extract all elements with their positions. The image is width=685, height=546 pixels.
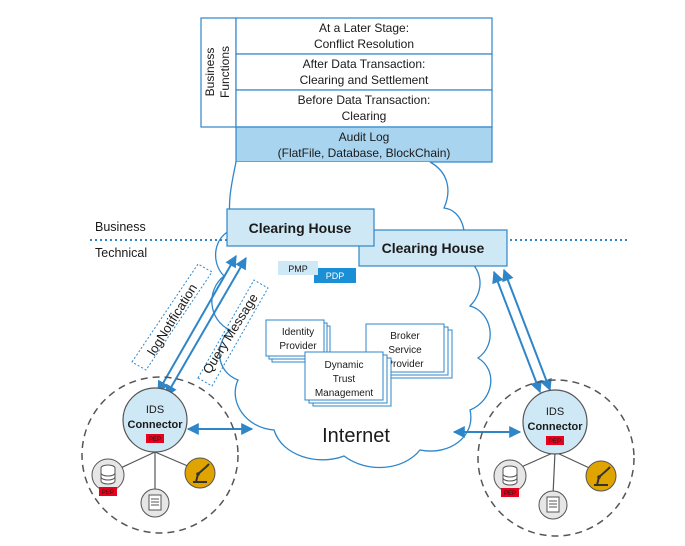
- dynamic-trust-management-stack: Dynamic Trust Management: [304, 351, 392, 407]
- dynamic-line3: Management: [315, 388, 374, 399]
- left-connector-pep: [146, 434, 164, 443]
- arrow-right-to-clearing-2: [502, 268, 552, 392]
- lognotification-label: logNotification: [144, 281, 200, 358]
- broker-line2: Service: [388, 345, 422, 356]
- broker-line3: Provider: [386, 359, 424, 370]
- left-database-pep-label: PEP: [102, 490, 114, 496]
- right-database-pep: [501, 488, 519, 497]
- identity-line1: Identity: [282, 327, 314, 338]
- internet-cloud: [211, 161, 492, 469]
- business-functions-panel: Business Functions At a Later Stage: Con…: [200, 17, 493, 163]
- identity-line2: Provider: [279, 341, 317, 352]
- right-connector-line2: Connector: [528, 421, 584, 433]
- pmp-box: [278, 261, 318, 275]
- right-database-pep-label: PEP: [504, 491, 516, 497]
- broker-line1: Broker: [390, 331, 420, 342]
- technical-layer-label: Technical: [95, 246, 147, 260]
- left-database-pep: [99, 487, 117, 496]
- pdp-label: PDP: [326, 271, 345, 281]
- left-connector-line2: Connector: [128, 419, 184, 431]
- clearing-house-secondary: [358, 229, 508, 267]
- robot-arm-icon: [585, 460, 617, 492]
- left-connector-pep-label: PEP: [149, 437, 161, 443]
- audit-log-title: Audit Log: [339, 130, 390, 144]
- business-functions-side-box: [200, 17, 237, 128]
- pdp-box: [314, 268, 356, 283]
- database-icon: [493, 459, 527, 493]
- audit-log-types: (FlatFile, Database, BlockChain): [278, 146, 451, 160]
- database-icon: [91, 458, 125, 492]
- left-node-boundary: [81, 376, 239, 534]
- clearing-house-secondary-label: Clearing House: [382, 240, 485, 256]
- left-ids-connector-node: IDS Connector PEP PEP: [81, 376, 239, 534]
- right-connector-line1: IDS: [546, 406, 564, 418]
- clearing-house-primary: [226, 208, 375, 247]
- arrows: [157, 254, 552, 438]
- row-conflict-line2: Conflict Resolution: [314, 37, 414, 51]
- functions-label: Functions: [218, 46, 232, 98]
- dynamic-line2: Trust: [333, 374, 356, 385]
- row-clearing-settlement: [235, 53, 493, 91]
- internet-label: Internet: [322, 425, 390, 447]
- robot-arm-icon: [184, 457, 216, 489]
- arrow-left-to-clearing-2: [165, 256, 247, 398]
- business-layer-label: Business: [95, 220, 146, 234]
- right-node-boundary: [477, 379, 635, 537]
- business-label: Business: [203, 48, 217, 97]
- right-ids-connector-node: IDS Connector PEP PEP: [477, 379, 635, 537]
- row-clearing-line1: Before Data Transaction:: [298, 93, 431, 107]
- row-conflict-resolution: [235, 17, 493, 55]
- arrow-right-to-clearing-1: [492, 270, 542, 394]
- row-settlement-line2: Clearing and Settlement: [300, 73, 429, 87]
- dynamic-line1: Dynamic: [325, 360, 364, 371]
- server-icon: [538, 490, 568, 520]
- right-connector-pep: [546, 436, 564, 445]
- row-clearing-line2: Clearing: [342, 109, 387, 123]
- right-connector-circle: [522, 389, 588, 455]
- identity-provider-stack: Identity Provider: [265, 319, 331, 363]
- row-settlement-line1: After Data Transaction:: [303, 57, 426, 71]
- row-clearing: [235, 89, 493, 128]
- clearing-house-primary-label: Clearing House: [249, 220, 352, 236]
- left-connector-circle: [122, 387, 188, 453]
- server-icon: [140, 488, 170, 518]
- pmp-label: PMP: [288, 264, 308, 274]
- row-conflict-line1: At a Later Stage:: [319, 21, 409, 35]
- right-connector-pep-label: PEP: [549, 439, 561, 445]
- left-connector-line1: IDS: [146, 404, 164, 416]
